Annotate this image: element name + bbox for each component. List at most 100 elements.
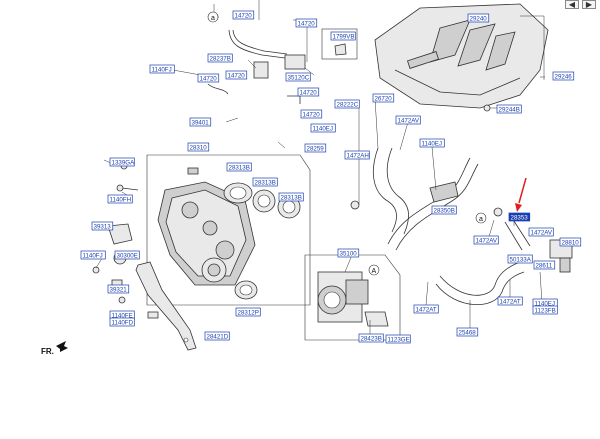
svg-text:14720: 14720 <box>298 20 316 27</box>
svg-text:29246: 29246 <box>555 73 573 80</box>
part-label-p1472AV_b[interactable]: 1472AV <box>473 235 499 245</box>
part-label-p29246[interactable]: 29246 <box>552 71 575 81</box>
svg-text:28611: 28611 <box>536 262 553 269</box>
part-label-p14720_b[interactable]: 14720 <box>295 18 318 28</box>
part-label-p1140F_b[interactable]: 1140FJ <box>80 250 106 260</box>
manifold-support-bracket <box>135 261 197 351</box>
part-label-p1140FH[interactable]: 1140FH <box>107 194 133 204</box>
part-label-p1472AV_c[interactable]: 1472AV <box>528 227 554 237</box>
part-label-p35120[interactable]: 35120C <box>285 72 311 82</box>
part-label-p28611[interactable]: 28611 <box>533 260 556 270</box>
front-marker: FR. <box>41 341 68 356</box>
svg-text:39313: 39313 <box>94 223 112 230</box>
part-label-p14720_a[interactable]: 14720 <box>232 10 255 20</box>
svg-text:28353: 28353 <box>511 214 529 221</box>
callout-A-2: A <box>368 264 380 276</box>
svg-text:26720: 26720 <box>375 95 393 102</box>
part-label-p1140E_b[interactable]: 1140EJ <box>419 138 445 148</box>
part-label-p28222[interactable]: 28222C <box>334 99 360 109</box>
part-label-p28423[interactable]: 28423B <box>358 333 384 343</box>
svg-text:28312P: 28312P <box>238 309 259 316</box>
svg-text:28313B: 28313B <box>255 179 276 186</box>
svg-text:28423B: 28423B <box>361 335 382 342</box>
part-label-p39321[interactable]: 39321 <box>107 284 130 294</box>
left-side-hardware <box>92 162 139 304</box>
part-label-highlight[interactable]: 28353 <box>508 212 531 222</box>
highlight-arrow <box>515 177 527 212</box>
part-label-p14720_c[interactable]: 14720 <box>197 73 220 83</box>
svg-text:1472AT: 1472AT <box>500 298 521 305</box>
svg-text:a: a <box>479 216 483 223</box>
throttle-body <box>304 254 401 341</box>
part-label-p1140F_a[interactable]: 1140FJ <box>149 64 175 74</box>
svg-text:1140FD: 1140FD <box>112 319 134 326</box>
svg-text:1140FH: 1140FH <box>110 196 132 203</box>
part-label-p1472AT_a[interactable]: 1472AT <box>413 304 439 314</box>
part-label-p26720[interactable]: 26720 <box>372 93 395 103</box>
callout-a-2: a <box>475 212 487 224</box>
part-label-p1799[interactable]: 1799VB <box>330 31 356 41</box>
svg-text:28421D: 28421D <box>207 333 229 340</box>
svg-text:1123GE: 1123GE <box>388 336 410 343</box>
cover-grommet <box>483 104 491 112</box>
svg-text:30300E: 30300E <box>117 252 138 259</box>
svg-text:50133A: 50133A <box>510 256 532 263</box>
part-label-p39401[interactable]: 39401 <box>189 117 212 127</box>
part-label-p35100[interactable]: 35100 <box>337 248 360 258</box>
part-label-p14720_f[interactable]: 14720 <box>300 109 323 119</box>
breather-hoses <box>350 147 573 305</box>
part-label-p28313_c[interactable]: 28313B <box>278 192 304 202</box>
svg-text:1140EJ: 1140EJ <box>313 125 334 132</box>
svg-text:28810: 28810 <box>562 239 580 246</box>
svg-text:39321: 39321 <box>110 286 128 293</box>
svg-text:1123FB: 1123FB <box>535 307 556 314</box>
part-label-p1472AH[interactable]: 1472AH <box>344 150 370 160</box>
svg-text:29244B: 29244B <box>499 106 520 113</box>
svg-text:14720: 14720 <box>300 89 318 96</box>
part-label-p28237[interactable]: 28237B <box>207 53 233 63</box>
svg-text:1472AV: 1472AV <box>476 237 498 244</box>
svg-text:28313B: 28313B <box>281 194 302 201</box>
part-label-p39313[interactable]: 39313 <box>91 221 114 231</box>
svg-text:39401: 39401 <box>192 119 210 126</box>
part-label-p29244[interactable]: 29244B <box>496 104 522 114</box>
svg-text:28237B: 28237B <box>210 55 231 62</box>
part-label-p28313_b[interactable]: 28313B <box>252 177 278 187</box>
part-label-p28312[interactable]: 28312P <box>235 307 261 317</box>
part-label-p1140FD[interactable]: 1140FD <box>109 317 135 327</box>
clip-icon <box>334 43 347 56</box>
part-label-p28313_a[interactable]: 28313B <box>226 162 252 172</box>
svg-text:29240: 29240 <box>470 15 488 22</box>
svg-text:14720: 14720 <box>303 111 321 118</box>
svg-text:1339GA: 1339GA <box>112 159 136 166</box>
svg-text:1140EJ: 1140EJ <box>535 300 556 307</box>
part-label-p1472AT_b[interactable]: 1472AT <box>497 296 523 306</box>
part-labels: 14720 14720 28237B 14720 14720 35120C 1140FJ 17… <box>80 10 582 344</box>
svg-text:28313B: 28313B <box>229 164 250 171</box>
svg-text:25468: 25468 <box>459 329 477 336</box>
part-label-p1123F[interactable]: 1123FB <box>532 305 558 315</box>
part-label-p30300[interactable]: 30300E <box>114 250 140 260</box>
part-label-p28350[interactable]: 28350B <box>431 205 457 215</box>
part-label-p1123[interactable]: 1123GE <box>385 334 411 344</box>
part-label-p28310[interactable]: 28310 <box>187 142 210 152</box>
next-page-button[interactable]: ▶ <box>582 0 596 9</box>
prev-page-button[interactable]: ◀ <box>565 0 579 9</box>
svg-text:1140FJ: 1140FJ <box>152 66 172 73</box>
engine-cover <box>374 3 549 109</box>
part-label-p28421[interactable]: 28421D <box>204 331 230 341</box>
part-label-p1339[interactable]: 1339GA <box>109 157 136 167</box>
part-label-p50133[interactable]: 50133A <box>507 254 533 264</box>
part-label-p29240[interactable]: 29240 <box>467 13 490 23</box>
part-label-p25468[interactable]: 25468 <box>456 327 479 337</box>
part-label-p1140E[interactable]: 1140EJ <box>310 123 336 133</box>
svg-text:28310: 28310 <box>190 144 208 151</box>
intake-manifold <box>146 154 311 306</box>
svg-text:A: A <box>372 268 377 275</box>
part-label-p1472AV_a[interactable]: 1472AV <box>395 115 421 125</box>
part-label-p28810[interactable]: 28810 <box>559 237 582 247</box>
part-label-p14720_e[interactable]: 14720 <box>297 87 320 97</box>
part-label-p28259[interactable]: 28259 <box>304 143 327 153</box>
svg-text:28222C: 28222C <box>337 101 359 108</box>
part-label-p14720_d[interactable]: 14720 <box>225 70 248 80</box>
